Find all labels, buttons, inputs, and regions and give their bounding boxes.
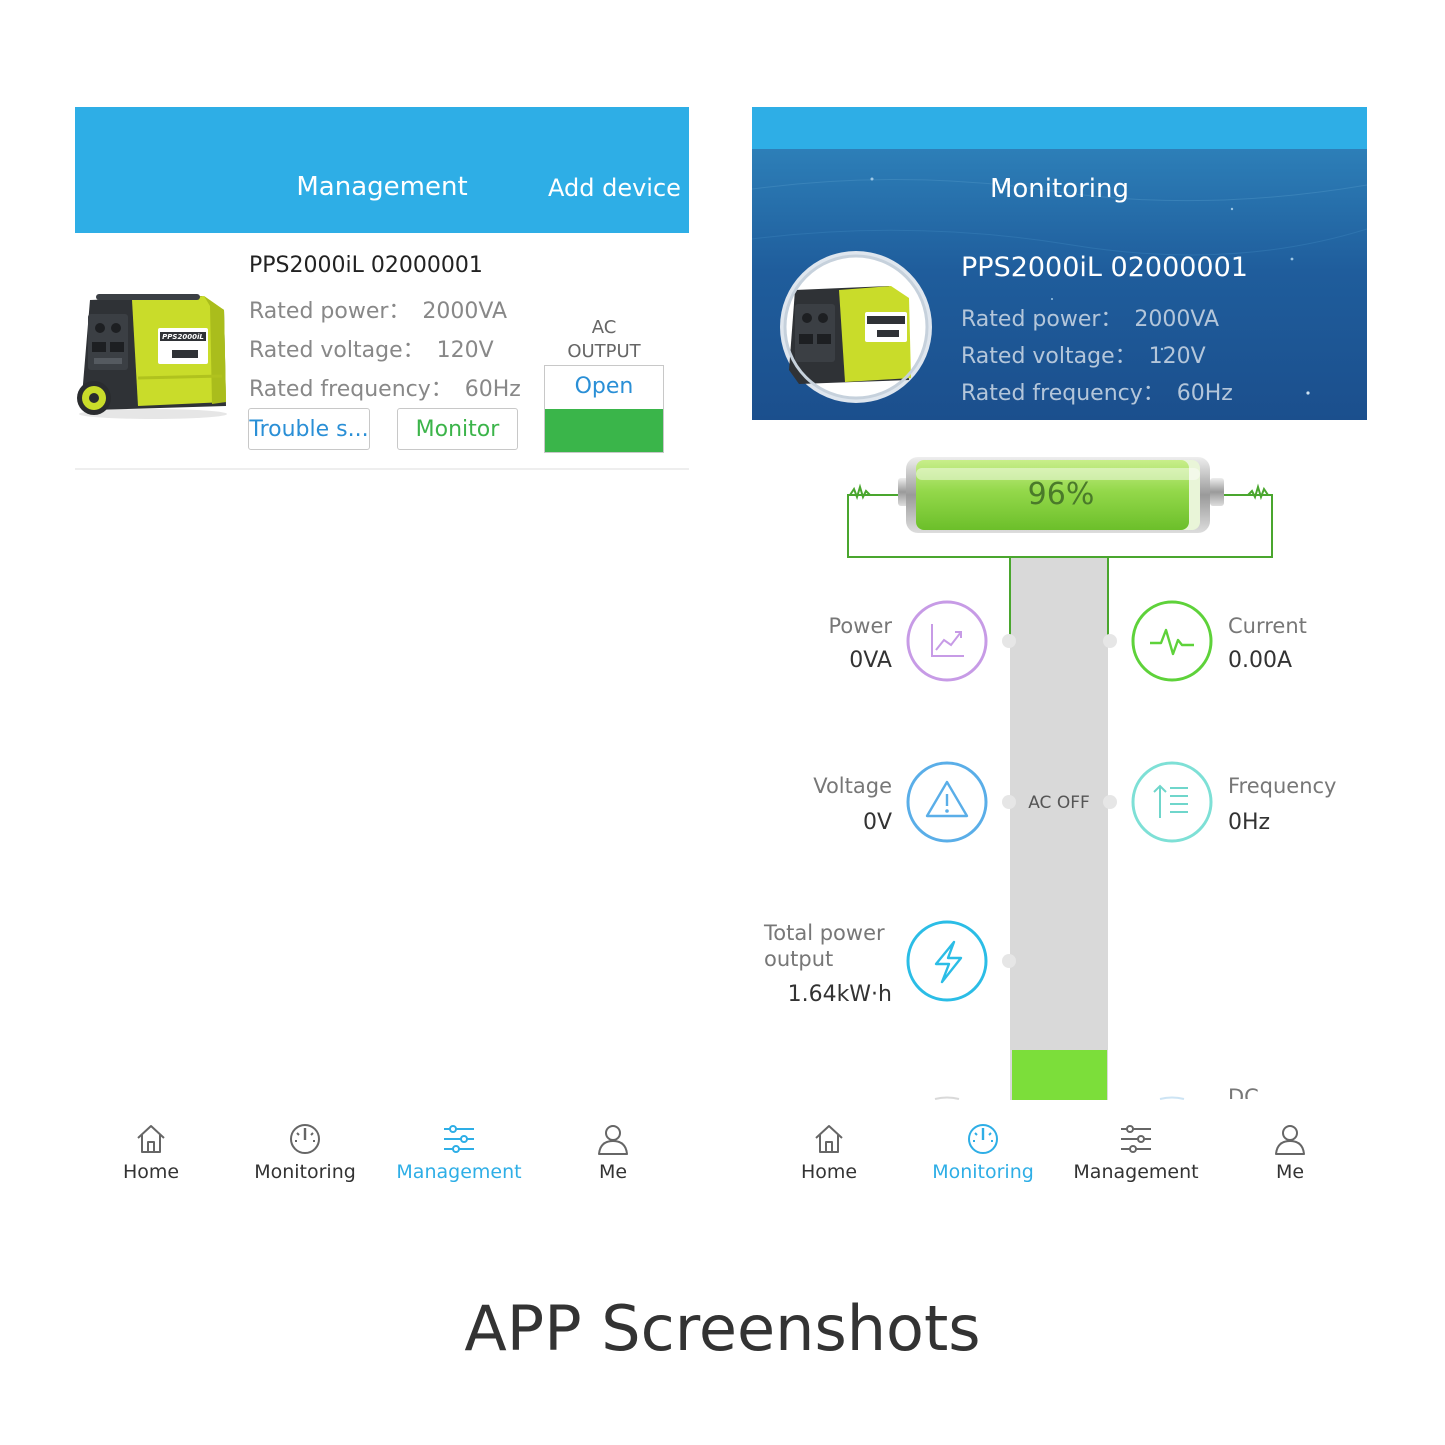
power-value: 0VA — [849, 648, 892, 673]
battery-fill — [916, 460, 1189, 530]
divider — [75, 468, 689, 470]
nav-management[interactable]: Management — [1066, 1122, 1206, 1183]
sliders-icon — [444, 1125, 474, 1153]
rated-voltage: Rated voltage： 120V — [961, 338, 1206, 370]
generator-avatar — [780, 251, 932, 403]
nav-me[interactable]: Me — [1220, 1122, 1360, 1183]
home-icon — [137, 1125, 165, 1153]
rated-power: Rated power： 2000VA — [249, 293, 507, 325]
rated-power-label: Rated power： — [961, 307, 1123, 332]
add-device-button[interactable]: Add device — [548, 174, 681, 202]
monitor-button[interactable]: Monitor — [397, 408, 518, 450]
gauge-icon — [968, 1124, 998, 1154]
troubleshoot-button[interactable]: Trouble s... — [248, 408, 370, 450]
nav-home-label: Home — [800, 1161, 858, 1183]
pulse-icon — [1131, 600, 1213, 682]
water-texture — [752, 177, 1367, 395]
home-icon — [815, 1125, 843, 1153]
warning-icon — [906, 761, 988, 843]
sort-list-icon — [1131, 761, 1213, 843]
nav-monitoring[interactable]: Monitoring — [913, 1122, 1053, 1183]
rated-voltage: Rated voltage： 120V — [249, 332, 494, 364]
rated-power-value: 2000VA — [1134, 307, 1220, 332]
rated-frequency-value: 60Hz — [1176, 381, 1233, 406]
frequency-label: Frequency — [1228, 774, 1337, 798]
device-name: PPS2000iL 02000001 — [961, 252, 1248, 283]
nav-monitoring-label: Monitoring — [932, 1161, 1034, 1183]
sliders-icon — [1121, 1125, 1151, 1153]
svg-text:PPS2000iL: PPS2000iL — [162, 333, 204, 341]
ac-output-open-button[interactable]: Open — [574, 374, 634, 399]
nav-me-label: Me — [1275, 1161, 1305, 1183]
device-name: PPS2000iL 02000001 — [249, 253, 483, 278]
rated-voltage-value: 120V — [1148, 344, 1206, 369]
rated-frequency-value: 60Hz — [464, 377, 521, 402]
ac-output-label-line1: AC — [591, 317, 617, 338]
nav-home[interactable]: Home — [759, 1122, 899, 1183]
total-output-label: Total power output — [764, 920, 904, 972]
frequency-value: 0Hz — [1228, 810, 1271, 835]
management-header — [75, 107, 689, 233]
ac-status: AC OFF — [1028, 793, 1090, 813]
nav-management-label: Management — [1073, 1161, 1199, 1183]
nav-management[interactable]: Management — [389, 1122, 529, 1183]
lightning-icon — [906, 920, 988, 1002]
user-icon — [598, 1125, 628, 1155]
nav-monitoring[interactable]: Monitoring — [235, 1122, 375, 1183]
caption: APP Screenshots — [464, 1292, 981, 1365]
rated-frequency-label: Rated frequency： — [249, 377, 453, 402]
current-value: 0.00A — [1228, 648, 1293, 673]
voltage-label: Voltage — [813, 774, 892, 798]
ac-output-label: AC OUTPUT — [544, 316, 664, 364]
page-title: Management — [296, 172, 468, 202]
nav-monitoring-label: Monitoring — [254, 1161, 356, 1183]
nav-management-label: Management — [396, 1161, 522, 1183]
current-label: Current — [1228, 614, 1307, 638]
battery-icon — [898, 457, 1224, 533]
nav-me-label: Me — [598, 1161, 628, 1183]
nav-home-label: Home — [122, 1161, 180, 1183]
voltage-value: 0V — [862, 810, 892, 835]
rated-voltage-label: Rated voltage： — [249, 338, 425, 363]
ac-output-label-line2: OUTPUT — [567, 341, 641, 362]
nav-home[interactable]: Home — [81, 1122, 221, 1183]
page-title: Monitoring — [989, 174, 1130, 204]
rated-power: Rated power： 2000VA — [961, 301, 1219, 333]
nav-me[interactable]: Me — [543, 1122, 683, 1183]
power-flow-diagram — [847, 457, 1273, 1100]
rated-frequency: Rated frequency： 60Hz — [249, 371, 521, 403]
dc-label: DC — [1228, 1085, 1259, 1099]
rated-voltage-label: Rated voltage： — [961, 344, 1137, 369]
rated-frequency: Rated frequency： 60Hz — [961, 375, 1233, 407]
rated-power-label: Rated power： — [249, 299, 411, 324]
rated-voltage-value: 120V — [436, 338, 494, 363]
power-label: Power — [828, 614, 893, 638]
total-output-label-line2: output — [764, 947, 834, 971]
power-chart-icon — [906, 600, 988, 682]
rated-frequency-label: Rated frequency： — [961, 381, 1165, 406]
rated-power-value: 2000VA — [422, 299, 508, 324]
gauge-icon — [290, 1124, 320, 1154]
ac-output-toggle[interactable] — [545, 409, 663, 452]
battery-percentage: 96% — [1027, 477, 1095, 512]
generator-image: PPS2000iL — [77, 294, 227, 419]
status-bar — [752, 107, 1367, 149]
user-icon — [1275, 1125, 1305, 1155]
total-output-value: 1.64kW·h — [787, 982, 892, 1007]
total-output-label-line1: Total power — [764, 921, 885, 945]
